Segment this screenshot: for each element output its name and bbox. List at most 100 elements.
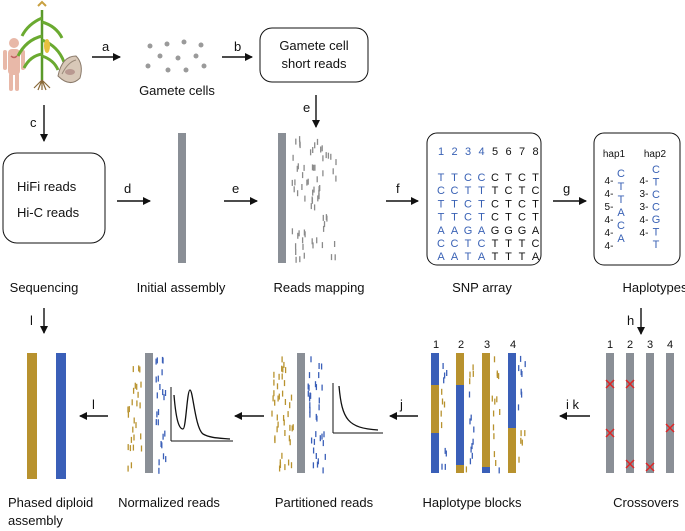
snp-base: A xyxy=(478,225,486,237)
snp-base: C xyxy=(532,185,540,197)
human-figure-icon xyxy=(3,38,25,91)
hap2-base: G xyxy=(652,214,661,226)
snp-col-header: 5 xyxy=(492,146,498,158)
crossover-mark xyxy=(625,379,635,389)
phased-hap2-bar xyxy=(56,353,66,479)
snp-base: T xyxy=(465,238,472,250)
snp-base: G xyxy=(518,225,527,237)
snp-base: T xyxy=(478,212,485,224)
normalized-reads-label: Normalized reads xyxy=(118,495,220,510)
snp-base: T xyxy=(438,212,445,224)
svg-text:a: a xyxy=(102,39,110,54)
snp-base: T xyxy=(505,172,512,184)
partitioned-reads-label: Partitioned reads xyxy=(275,495,374,510)
hap2-base: T xyxy=(653,227,660,239)
svg-text:h: h xyxy=(627,313,634,328)
chromosome-number: 2 xyxy=(627,339,633,351)
hap2-base: C xyxy=(652,164,660,176)
svg-text:g: g xyxy=(563,181,570,196)
mapped-reads xyxy=(291,136,337,263)
snp-array-label: SNP array xyxy=(452,280,512,295)
snp-col-header: 1 xyxy=(438,146,444,158)
snp-base: T xyxy=(532,198,539,210)
snp-col-header: 3 xyxy=(465,146,471,158)
arrows xyxy=(40,53,645,420)
snp-base: C xyxy=(464,198,472,210)
initial-assembly-label: Initial assembly xyxy=(137,280,226,295)
snp-base: T xyxy=(519,238,526,250)
crossover-mark xyxy=(645,462,655,472)
hap1-prefix: 5- xyxy=(605,202,614,213)
partitioned-coverage-plot xyxy=(332,383,383,434)
snp-base: C xyxy=(478,238,486,250)
hap2-prefix: 4- xyxy=(640,228,649,239)
svg-text:e: e xyxy=(232,181,239,196)
hap2-base: C xyxy=(652,189,660,201)
svg-text:l: l xyxy=(92,397,95,412)
hap1-base: C xyxy=(617,220,625,232)
snp-col-header: 2 xyxy=(451,146,457,158)
crossover-chromosome xyxy=(626,353,634,473)
snp-base: T xyxy=(492,238,499,250)
snp-base: A xyxy=(451,251,459,263)
svg-text:e: e xyxy=(303,100,310,115)
haplotype-block xyxy=(482,467,490,473)
snp-base: C xyxy=(464,172,472,184)
sequencing-label: Sequencing xyxy=(10,280,79,295)
oyster-shell-icon xyxy=(57,55,82,83)
step-letters: a b c d e e f g h l i k j l xyxy=(30,39,634,412)
snp-base: T xyxy=(492,185,499,197)
crossovers-label: Crossovers xyxy=(613,495,679,510)
snp-base: T xyxy=(519,185,526,197)
haplotype-blocks-label: Haplotype blocks xyxy=(423,495,522,510)
hap1-base: T xyxy=(618,194,625,206)
snp-base: C xyxy=(491,198,499,210)
hap1-prefix: 4- xyxy=(605,228,614,239)
svg-text:f: f xyxy=(396,181,400,196)
snp-base: T xyxy=(438,172,445,184)
haplotype-block xyxy=(456,465,464,473)
hap2-prefix: 3- xyxy=(640,189,649,200)
snp-base: T xyxy=(451,212,458,224)
snp-col-header: 7 xyxy=(519,146,525,158)
snp-base: T xyxy=(505,198,512,210)
normalized-reads-bar xyxy=(145,353,153,473)
crossover-chromosome xyxy=(606,353,614,473)
hap1-base: A xyxy=(617,233,625,245)
snp-base: A xyxy=(437,225,445,237)
hap1-prefix: 4- xyxy=(605,176,614,187)
svg-text:j: j xyxy=(399,397,403,412)
short-reads-box xyxy=(259,27,369,83)
snp-base: C xyxy=(451,238,459,250)
gamete-cells-dots xyxy=(145,39,207,73)
snp-base: C xyxy=(491,212,499,224)
hap1-base: C xyxy=(617,168,625,180)
snp-base: C xyxy=(518,172,526,184)
hap1-prefix: 4- xyxy=(605,241,614,252)
snp-col-header: 8 xyxy=(532,146,538,158)
snp-base: T xyxy=(465,185,472,197)
chromosome-number: 1 xyxy=(607,339,613,351)
haplotype-block xyxy=(431,385,439,433)
crossover-mark xyxy=(605,379,615,389)
chromosome-number: 2 xyxy=(458,339,464,351)
hap2-prefix: 4- xyxy=(640,215,649,226)
crossover-mark xyxy=(665,423,675,433)
haplotype-block xyxy=(482,353,490,467)
chromosome-number: 1 xyxy=(433,339,439,351)
snp-base: A xyxy=(478,251,486,263)
crossover-chromosome xyxy=(666,353,674,473)
chromosome-number: 3 xyxy=(647,339,653,351)
haplotype-block xyxy=(431,353,439,385)
snp-base: T xyxy=(532,212,539,224)
snp-base: G xyxy=(464,225,473,237)
haplotype-block xyxy=(431,433,439,473)
hap2-prefix: 3- xyxy=(640,202,649,213)
snp-base: C xyxy=(437,238,445,250)
short-reads-line1: Gamete cell xyxy=(279,38,348,53)
snp-base: T xyxy=(465,251,472,263)
